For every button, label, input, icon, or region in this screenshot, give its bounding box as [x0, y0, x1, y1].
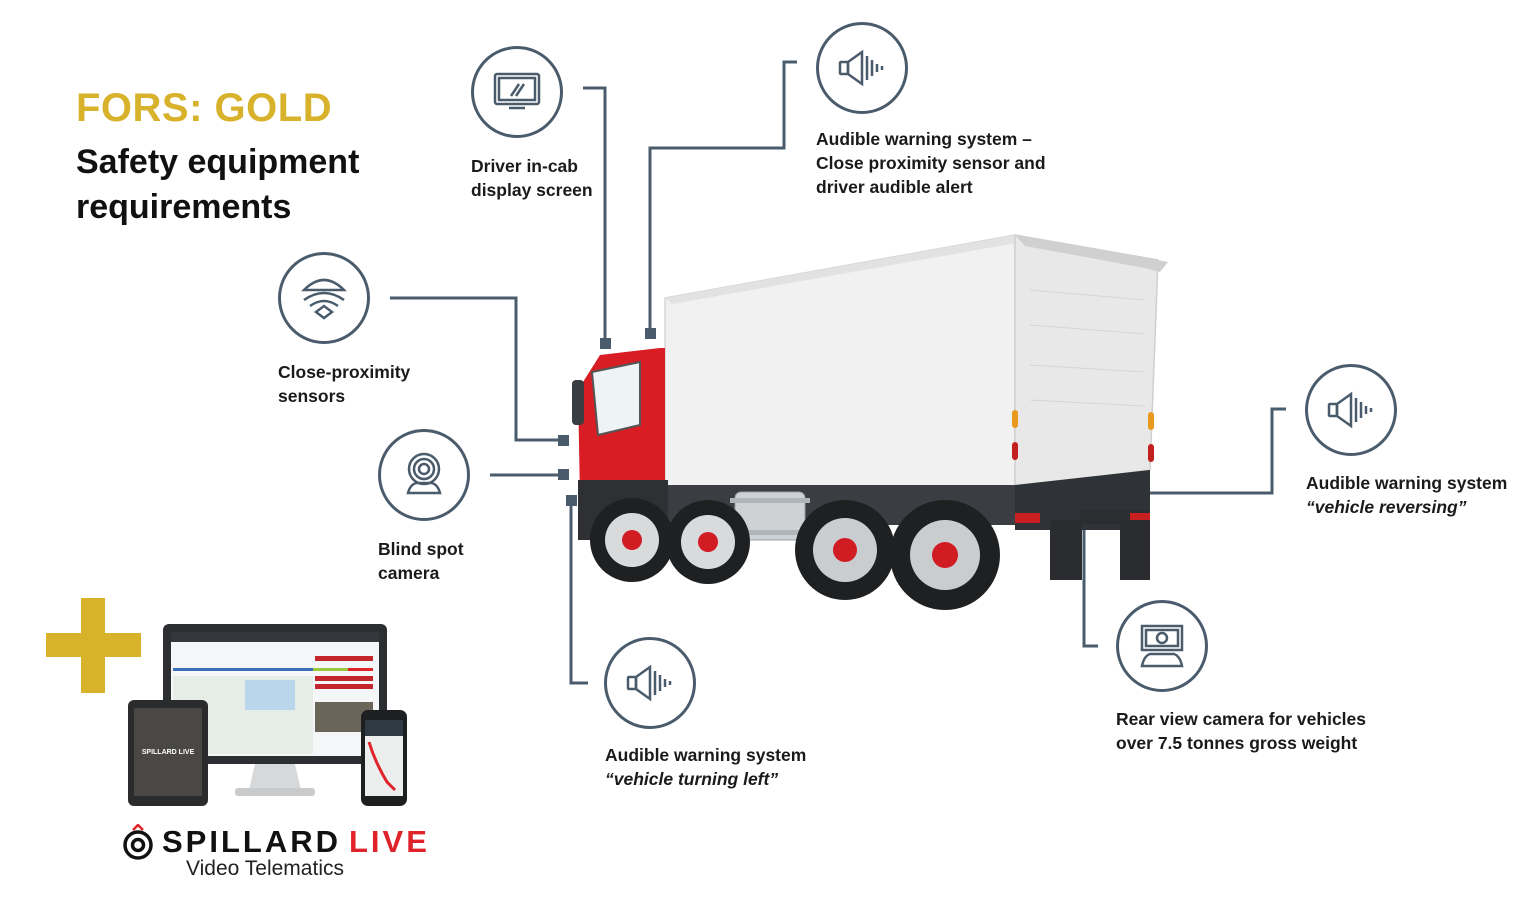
- callout-blind-spot-label: Blind spot camera: [378, 539, 464, 583]
- blind-spot-icon-badge: [378, 429, 470, 521]
- spillard-camera-logo-icon: [123, 824, 153, 860]
- callout-audible-left-label: Audible warning system “vehicle turning …: [605, 745, 807, 789]
- rear-camera-icon-badge: [1116, 600, 1208, 692]
- rear-camera-icon: [1140, 624, 1184, 668]
- gold-plus-icon: [46, 598, 141, 693]
- sensor-icon: [300, 278, 348, 320]
- audible-left-icon-badge: [604, 637, 696, 729]
- audible-reversing-icon-badge: [1305, 364, 1397, 456]
- audible-proximity-icon-badge: [816, 22, 908, 114]
- title-line-2: requirements: [76, 188, 292, 226]
- devices-illustration: SPILLARD LIVE: [128, 624, 407, 806]
- speaker-icon: [1327, 391, 1373, 429]
- callout-proximity-sensors-label: Close-proximity sensors: [278, 362, 411, 406]
- spillard-live-logo: SPILLARD LIVE: [122, 824, 430, 860]
- callout-display-label: Driver in-cab display screen: [471, 156, 593, 200]
- brand-live: LIVE: [349, 824, 430, 859]
- page-title: Safety equipment requirements: [76, 140, 406, 230]
- brand-subtitle: Video Telematics: [186, 857, 344, 880]
- tablet-logo-text: SPILLARD LIVE: [142, 749, 195, 756]
- callout-rear-camera-label: Rear view camera for vehicles over 7.5 t…: [1116, 709, 1367, 753]
- speaker-icon: [838, 49, 884, 87]
- callout-audible-reversing-label: Audible warning system “vehicle reversin…: [1306, 473, 1508, 517]
- monitor-icon: [493, 72, 541, 110]
- callout-audible-proximity-label: Audible warning system – Close proximity…: [816, 129, 1046, 197]
- proximity-sensors-icon-badge: [278, 252, 370, 344]
- wheels: [590, 498, 1000, 610]
- brand-name: SPILLARD: [162, 824, 341, 859]
- truck-illustration: [572, 234, 1168, 610]
- speaker-icon: [626, 664, 672, 702]
- webcam-icon: [406, 452, 442, 495]
- display-icon-badge: [471, 46, 563, 138]
- title-line-1: Safety equipment: [76, 143, 360, 181]
- fors-gold-title: FORS: GOLD: [76, 86, 333, 130]
